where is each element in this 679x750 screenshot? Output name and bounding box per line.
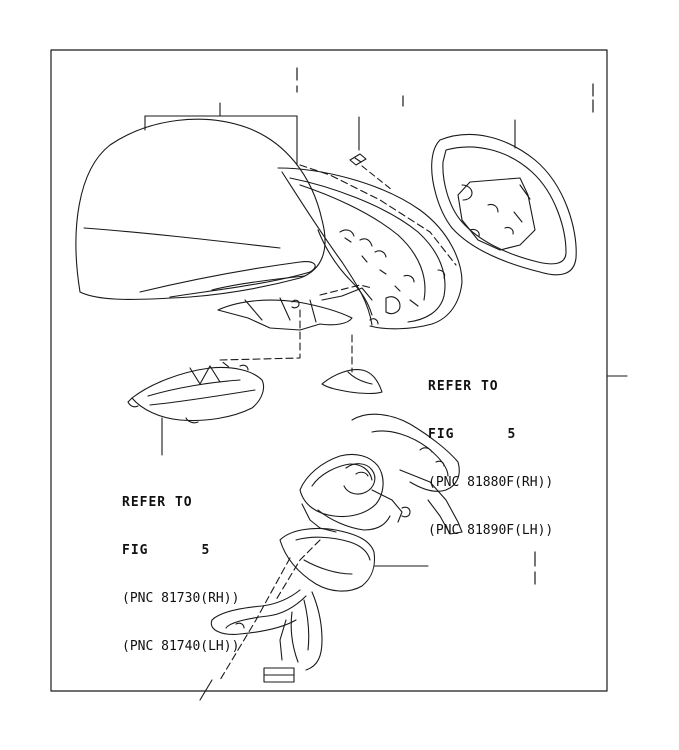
refer-to-callout-right: REFER TO FIG 5 (PNC 81880F(RH)) (PNC 818…	[428, 347, 553, 555]
mirror-glass-part	[431, 119, 577, 276]
turn-signal-lamp-part	[127, 364, 265, 456]
callout-connector-lines	[199, 679, 213, 701]
cover-bracket-lines	[144, 102, 298, 166]
refer-to-callout-left: REFER TO FIG 5 (PNC 81730(RH)) (PNC 8174…	[122, 463, 239, 671]
callout-left-line1: REFER TO	[122, 495, 193, 510]
mirror-actuator-part	[299, 413, 463, 535]
wire-harness-part	[210, 589, 323, 683]
small-lamp-part	[321, 369, 383, 395]
mirror-housing-part	[217, 164, 463, 331]
mirror-cover-part	[75, 118, 326, 300]
callout-left-line3: (PNC 81730(RH))	[122, 591, 240, 606]
callout-left-line2: FIG 5	[122, 543, 211, 558]
diagram-frame	[50, 49, 608, 692]
screw-part	[349, 116, 393, 191]
callout-right-line1: REFER TO	[428, 379, 499, 394]
callout-right-line2: FIG 5	[428, 427, 517, 442]
callout-stub-marks	[296, 67, 594, 585]
callout-right-line3: (PNC 81880F(RH))	[428, 475, 554, 490]
callout-left-line4: (PNC 81740(LH))	[122, 639, 240, 654]
callout-right-line4: (PNC 81890F(LH))	[428, 523, 554, 538]
mirror-base-part	[279, 527, 429, 592]
dashed-guide-lines	[219, 284, 373, 681]
